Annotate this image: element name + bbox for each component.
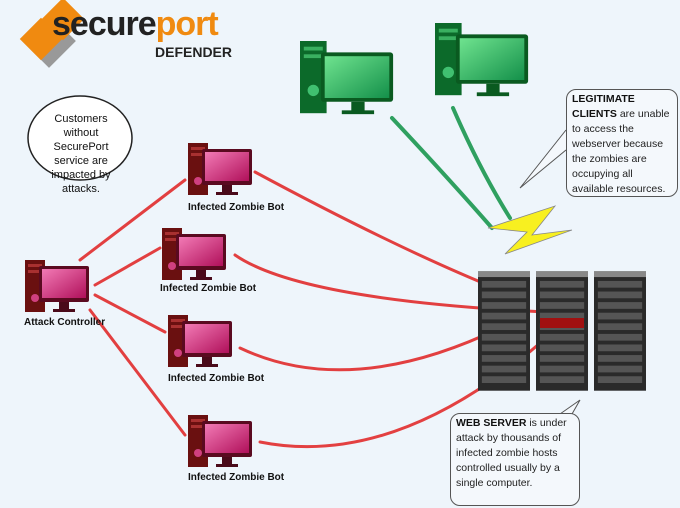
attack-line-c-z2 <box>93 246 162 287</box>
legit-clients-callout: LEGITIMATE CLIENTS are unable to access … <box>566 89 678 197</box>
cloud-shape <box>27 95 133 181</box>
attack-line-c-z1 <box>78 178 187 262</box>
server-callout-tail <box>559 399 581 415</box>
attack-line-c-z3 <box>93 293 167 334</box>
attack-line-z3-s <box>238 326 502 372</box>
legit-callout-text: are unable to access the webserver becau… <box>572 108 670 195</box>
legit-client-pc-2 <box>435 23 529 97</box>
legit-line-1 <box>390 116 494 230</box>
zombie-pc-4 <box>188 415 252 467</box>
logo-subtitle: DEFENDER <box>155 44 233 60</box>
attack-line-z1-s <box>253 170 502 292</box>
zombie-pc-2 <box>162 228 226 280</box>
server-rack-1 <box>478 271 530 391</box>
attack-controller-pc <box>25 260 89 312</box>
zombie-label-4: Infected Zombie Bot <box>188 472 285 483</box>
server-under-attack-highlight <box>540 318 584 328</box>
web-server-callout: WEB SERVER is under attack by thousands … <box>450 413 580 506</box>
zombie-label-1: Infected Zombie Bot <box>188 202 285 213</box>
logo-text: secureport <box>52 5 219 43</box>
server-callout-bold: WEB SERVER <box>456 417 527 429</box>
legit-line-2 <box>451 106 512 220</box>
cloud-text: Customers without SecurePort service are… <box>51 113 111 195</box>
attack-lines <box>78 170 557 449</box>
zombie-label-2: Infected Zombie Bot <box>160 283 257 294</box>
server-rack-3 <box>594 271 646 391</box>
zombie-pc-3 <box>168 315 232 367</box>
legit-client-pc-1 <box>300 41 394 115</box>
web-server <box>478 271 646 391</box>
legit-callout-bold: LEGITIMATE CLIENTS <box>572 93 635 120</box>
server-rack-2 <box>536 271 588 391</box>
server-callout-text: is under attack by thousands of infected… <box>456 417 567 489</box>
lightning-bolt <box>487 205 573 255</box>
legit-callout-tail <box>519 129 567 189</box>
attack-controller-label: Attack Controller <box>24 317 106 328</box>
legit-connection-lines <box>390 106 512 230</box>
attack-line-c-z4 <box>88 308 187 437</box>
zombie-label-3: Infected Zombie Bot <box>168 373 265 384</box>
zombie-pc-1 <box>188 143 252 195</box>
